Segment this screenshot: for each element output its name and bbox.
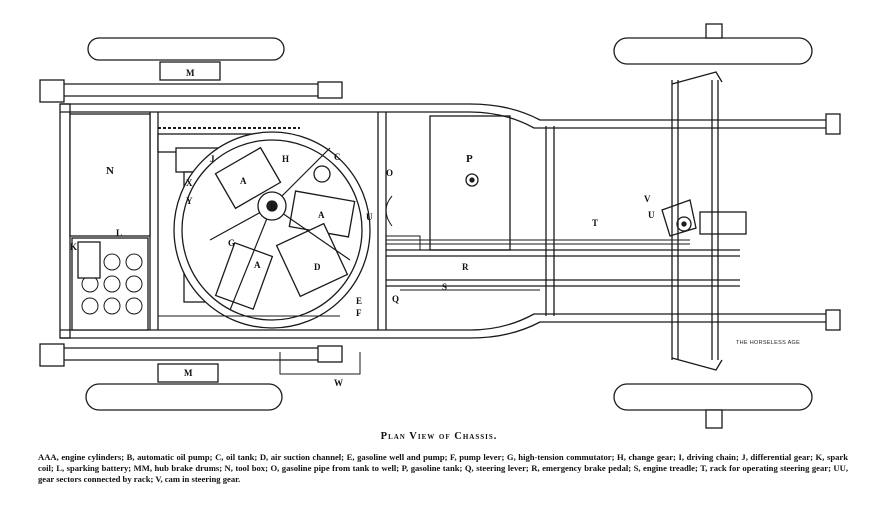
- label-b: B: [270, 202, 276, 212]
- label-f: F: [356, 308, 362, 318]
- label-k: K: [70, 242, 77, 252]
- front-wheel-top: [613, 23, 813, 65]
- part-labels: N M M J H C X Y B A A A G D E F O U P R …: [70, 68, 800, 388]
- rear-wheel-bottom: [85, 363, 283, 411]
- front-wheel-bottom: [613, 383, 813, 429]
- label-d: D: [314, 262, 321, 272]
- caption-title: Plan View of Chassis.: [380, 431, 498, 442]
- label-w: W: [334, 378, 343, 388]
- label-x: X: [186, 178, 193, 188]
- label-p: P: [466, 153, 473, 165]
- label-q: Q: [392, 294, 399, 304]
- label-h: H: [282, 154, 289, 164]
- chassis-plan-drawing: N M M J H C X Y B A A A G D E F O U P R …: [39, 23, 841, 429]
- steering-gear: [661, 71, 747, 371]
- label-t: T: [592, 218, 598, 228]
- caption-legend: AAA, engine cylinders; B, automatic oil …: [38, 452, 848, 484]
- label-v: V: [644, 194, 651, 204]
- label-l: L: [116, 228, 122, 238]
- tool-box: [69, 113, 151, 237]
- gasoline-tank: [429, 115, 511, 251]
- label-s: S: [442, 282, 447, 292]
- rear-axle: [39, 79, 343, 367]
- piping: [158, 195, 690, 375]
- label-u-engine: U: [366, 212, 373, 222]
- label-c: C: [334, 152, 341, 162]
- oil-pump-hub: [257, 165, 331, 221]
- label-j: J: [210, 154, 215, 164]
- label-m-bottom: M: [184, 368, 193, 378]
- label-m-top: M: [186, 68, 195, 78]
- label-n: N: [106, 165, 114, 177]
- label-a-top: A: [240, 176, 247, 186]
- label-a-right: A: [318, 210, 325, 220]
- label-r: R: [462, 262, 469, 272]
- label-a-left: A: [254, 260, 261, 270]
- credit-text: THE HORSELESS AGE: [736, 340, 800, 346]
- label-o: O: [386, 168, 393, 178]
- label-y: Y: [186, 196, 193, 206]
- label-g: G: [228, 238, 235, 248]
- battery-and-coil: [71, 237, 149, 331]
- rear-wheel-top: [87, 37, 285, 81]
- label-u-steer: U: [648, 210, 655, 220]
- label-e: E: [356, 296, 362, 306]
